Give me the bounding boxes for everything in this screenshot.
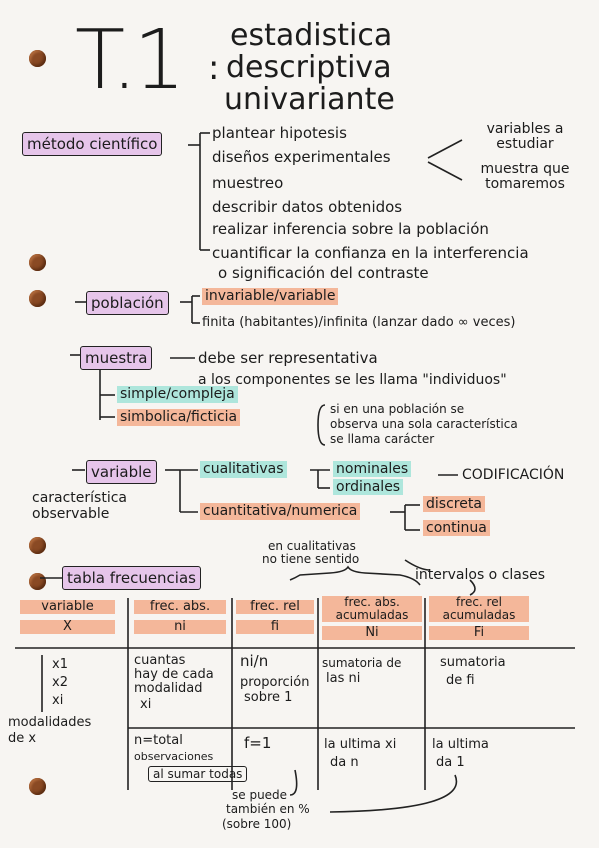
col1-text: hay de cada xyxy=(134,667,214,682)
muestra-note: si en una población se xyxy=(330,402,465,416)
bot1-text: observaciones xyxy=(134,750,214,763)
bot3-text: da n xyxy=(330,755,359,770)
header-frec-rel-sym: fi xyxy=(236,620,314,634)
tabla-label: tabla frecuencias xyxy=(62,566,201,590)
col3-text: las ni xyxy=(326,671,361,686)
header-frec-rel-acum-sym: Fi xyxy=(429,626,529,640)
col2-text: sobre 1 xyxy=(244,690,293,705)
muestra-type: simple/compleja xyxy=(117,386,238,403)
variable-cuant: cuantitativa/numerica xyxy=(200,503,361,520)
col4-text: de fi xyxy=(446,673,475,688)
tabla-intervalos: intervalos o clases xyxy=(415,567,546,583)
col0-x2: x2 xyxy=(52,675,68,690)
variable-ordinales: ordinales xyxy=(333,479,404,495)
col3-text: sumatoria de xyxy=(322,656,402,670)
header-frec-abs-acum-sym: Ni xyxy=(322,626,422,640)
col4-text: sumatoria xyxy=(440,655,506,670)
title-line1: estadistica xyxy=(230,18,393,53)
bot1-text: n=total xyxy=(134,733,183,748)
bot4-text: da 1 xyxy=(436,755,465,770)
header-frec-abs: frec. abs. xyxy=(134,600,226,614)
binder-hole xyxy=(29,254,46,271)
percent-note: (sobre 100) xyxy=(222,817,292,831)
bot4-text: la ultima xyxy=(432,737,489,752)
col0-xi: xi xyxy=(52,693,64,708)
bot1-text: al sumar todas xyxy=(148,766,248,782)
variable-label: variable xyxy=(86,460,157,484)
muestra-note: se llama carácter xyxy=(330,432,435,446)
header-variable-sym: X xyxy=(20,620,115,634)
variable-codificacion: CODIFICACIÓN xyxy=(462,467,565,483)
muestra-desc: debe ser representativa xyxy=(198,349,378,367)
binder-hole xyxy=(29,537,46,554)
metodo-item: muestreo xyxy=(212,174,284,192)
header-frec-abs-acum: frec. abs. acumuladas xyxy=(322,596,422,622)
variable-continua: continua xyxy=(423,520,490,536)
col0-x1: x1 xyxy=(52,657,68,672)
percent-note: también en % xyxy=(226,802,310,816)
metodo-item: diseños experimentales xyxy=(212,148,391,166)
variable-cual: cualitativas xyxy=(200,461,287,478)
muestra-label: muestra xyxy=(80,346,153,370)
poblacion-item: finita (habitantes)/infinita (lanzar dad… xyxy=(202,315,516,330)
metodo-side-bottom: muestra que tomaremos xyxy=(480,161,570,192)
col0-mod: de x xyxy=(8,731,37,746)
col1-text: xi xyxy=(140,697,152,712)
muestra-type: simbolica/ficticia xyxy=(117,409,241,426)
col2-text: ni/n xyxy=(240,652,269,670)
muestra-desc: a los componentes se les llama "individu… xyxy=(198,372,507,388)
col0-mod: modalidades xyxy=(8,715,92,730)
metodo-label: método científico xyxy=(22,132,163,156)
metodo-item: o significación del contraste xyxy=(218,264,429,282)
binder-hole xyxy=(29,50,46,67)
muestra-note: observa una sola característica xyxy=(330,417,518,431)
poblacion-item: invariable/variable xyxy=(202,288,339,305)
header-frec-abs-sym: ni xyxy=(134,620,226,634)
percent-note: se puede xyxy=(232,788,288,802)
tabla-note-cual: no tiene sentido xyxy=(262,552,360,566)
title-line2: descriptiva xyxy=(226,50,392,85)
binder-hole xyxy=(29,290,46,307)
header-variable: variable xyxy=(20,600,115,614)
variable-left: observable xyxy=(32,506,110,522)
col2-text: proporción xyxy=(240,675,310,690)
binder-hole xyxy=(29,778,46,795)
bot2-text: f=1 xyxy=(244,734,272,752)
metodo-item: realizar inferencia sobre la población xyxy=(212,220,489,238)
variable-left: característica xyxy=(32,490,128,506)
variable-nominales: nominales xyxy=(333,461,412,477)
bot3-text: la ultima xi xyxy=(324,737,397,752)
poblacion-label: población xyxy=(86,291,169,315)
metodo-item: cuantificar la confianza en la interfere… xyxy=(212,244,529,262)
metodo-item: describir datos obtenidos xyxy=(212,198,403,216)
title-colon: : xyxy=(208,48,220,88)
metodo-side-top: variables a estudiar xyxy=(486,121,564,152)
title-line3: univariante xyxy=(224,82,395,117)
metodo-item: plantear hipotesis xyxy=(212,124,347,142)
col1-text: modalidad xyxy=(134,681,203,696)
header-frec-rel-acum: frec. rel acumuladas xyxy=(429,596,529,622)
tabla-note-cual: en cualitativas xyxy=(268,539,356,553)
header-frec-rel: frec. rel xyxy=(236,600,314,614)
variable-discreta: discreta xyxy=(423,496,485,512)
col1-text: cuantas xyxy=(134,653,186,668)
title-number: T.1 xyxy=(75,13,186,108)
